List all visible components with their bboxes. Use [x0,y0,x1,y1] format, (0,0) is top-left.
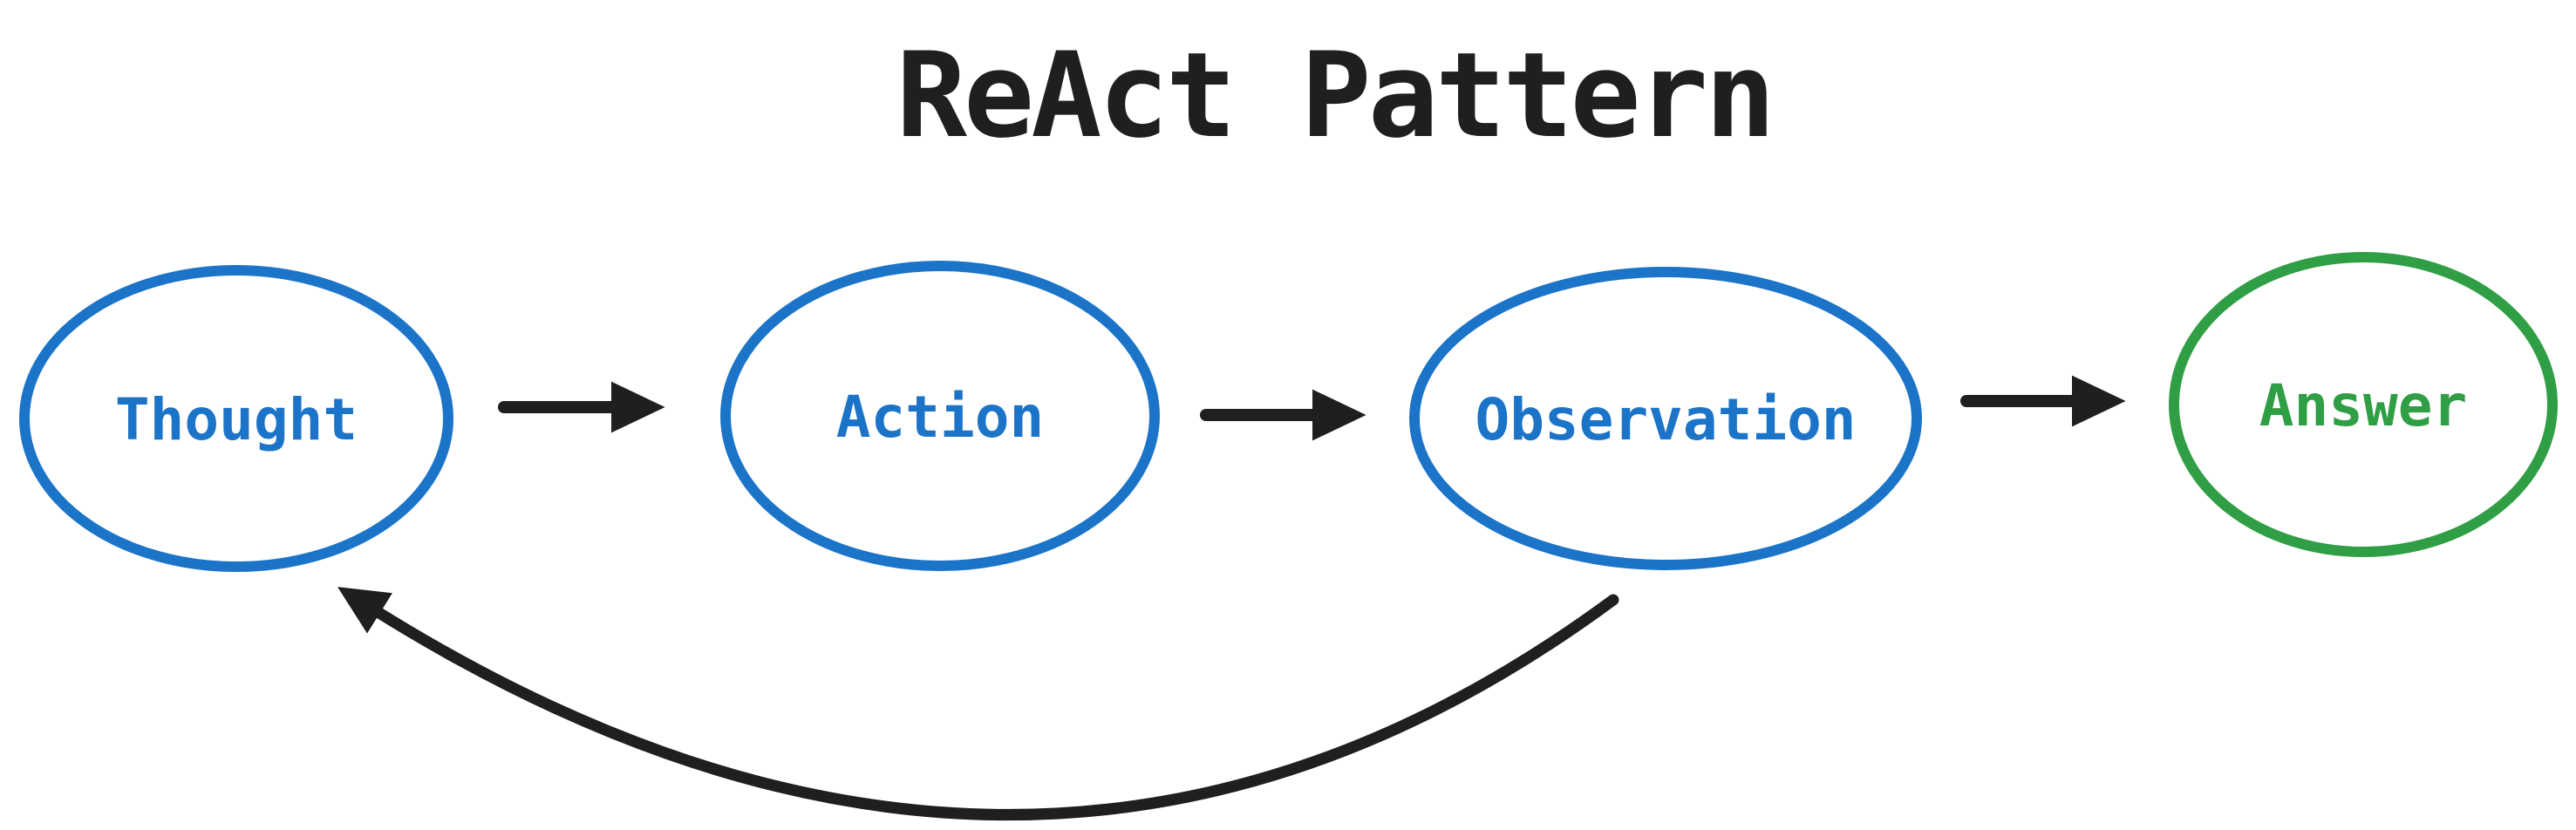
answer-ellipse [2169,252,2558,557]
thought-ellipse [19,265,453,572]
action-ellipse [720,261,1160,571]
node-thought: Thought [19,265,453,572]
answer-label: Answer [2259,372,2467,439]
thought-label: Thought [115,386,358,453]
diagram-title: ReAct Pattern [896,27,1773,164]
action-label: Action [836,384,1044,451]
edge-observation-to-thought-loop [337,587,1619,821]
node-answer: Answer [2169,252,2558,557]
observation-ellipse [1409,267,1922,570]
node-observation: Observation [1409,267,1922,570]
node-action: Action [720,261,1160,571]
observation-label: Observation [1475,386,1856,453]
